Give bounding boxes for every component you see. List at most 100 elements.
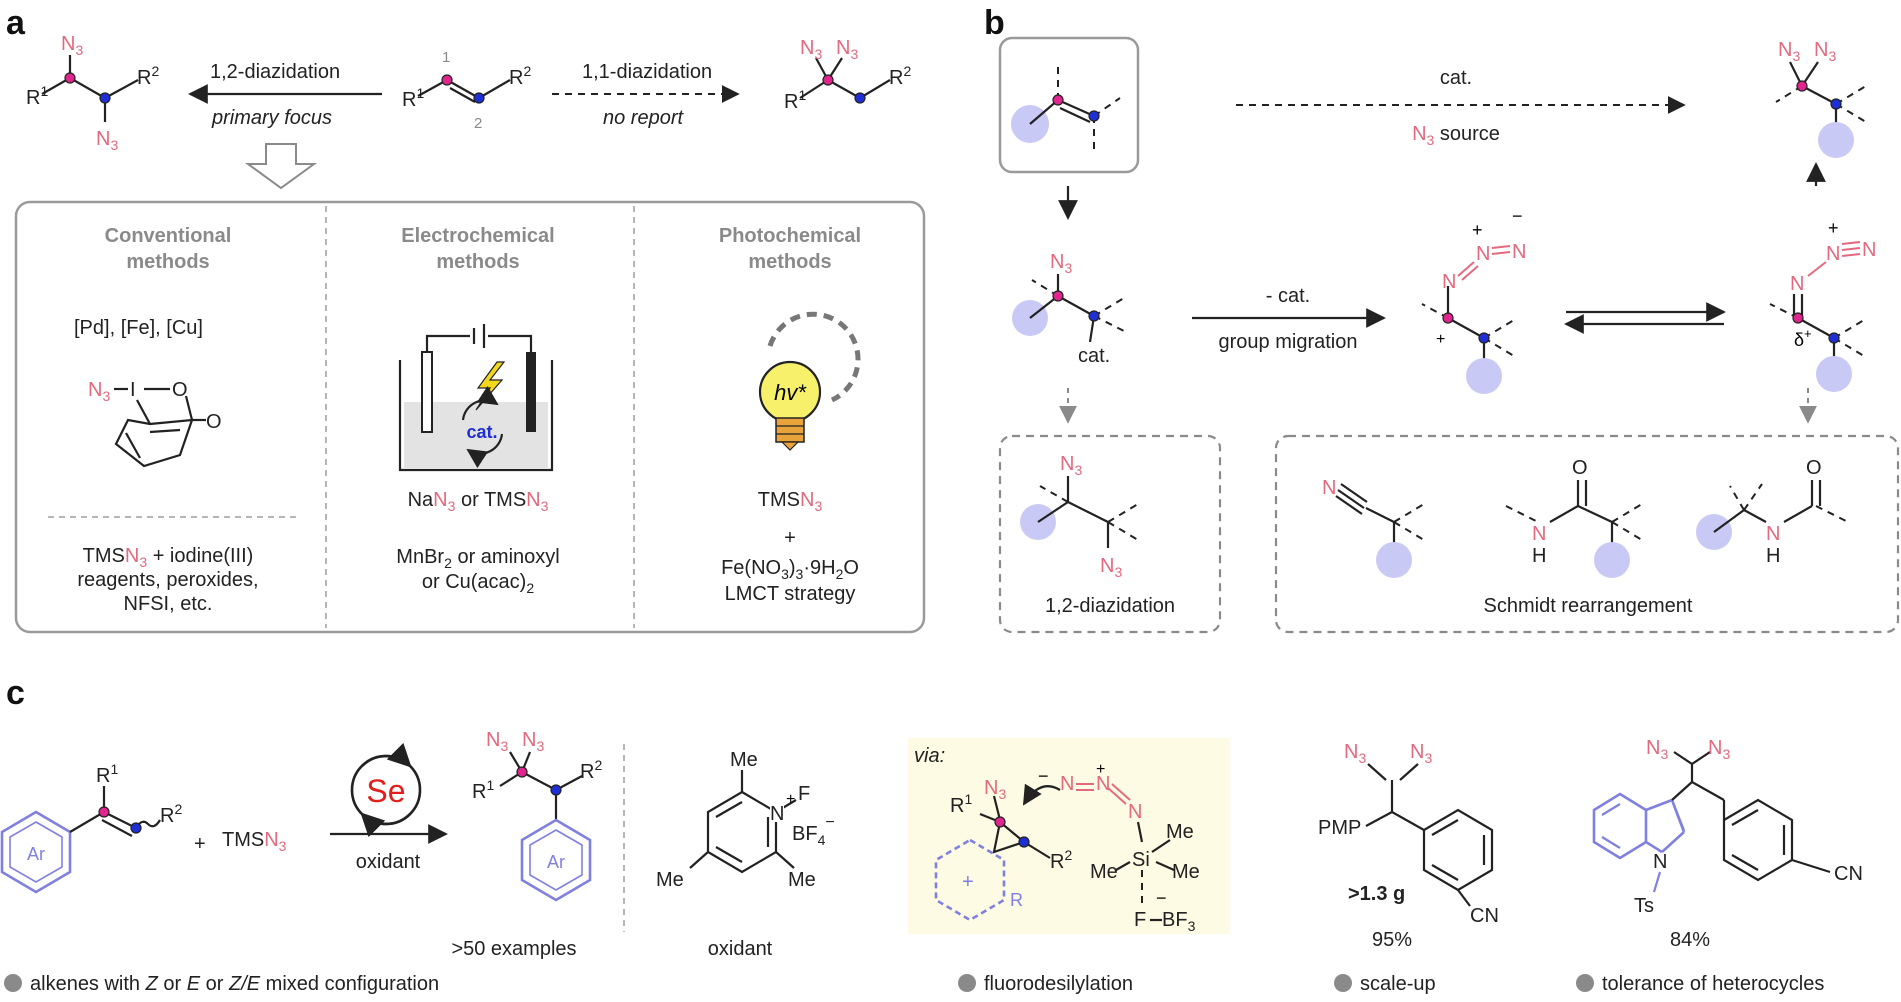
svg-text:Me: Me bbox=[656, 869, 684, 891]
col2-title: Electrochemical bbox=[401, 225, 554, 247]
c-examples: >50 examples bbox=[451, 938, 576, 960]
legend-bullet-2 bbox=[958, 974, 976, 992]
c-via-label: via: bbox=[914, 745, 945, 767]
svg-text:+: + bbox=[1472, 220, 1483, 240]
svg-text:N3: N3 bbox=[522, 729, 544, 754]
col3-reagent: TMSN3 bbox=[758, 489, 823, 514]
svg-text:R1: R1 bbox=[472, 777, 494, 803]
c-oxidant-structure: N + F Me Me Me BF4− bbox=[656, 749, 835, 891]
legend-bullet-4 bbox=[1576, 974, 1594, 992]
svg-text:N: N bbox=[1322, 477, 1336, 499]
b-carbocation: N N N + − + bbox=[1421, 206, 1526, 394]
svg-text:Me: Me bbox=[1090, 861, 1118, 883]
b-nitrile-product: N bbox=[1322, 477, 1425, 578]
svg-text:N3: N3 bbox=[1708, 737, 1730, 762]
svg-text:N: N bbox=[1442, 271, 1456, 293]
svg-text:O: O bbox=[1806, 457, 1822, 479]
svg-text:1: 1 bbox=[442, 49, 450, 66]
svg-text:cat.: cat. bbox=[466, 422, 497, 442]
svg-text:N3: N3 bbox=[1060, 453, 1082, 478]
svg-text:BF4−: BF4− bbox=[792, 814, 835, 848]
svg-text:N3: N3 bbox=[1344, 741, 1366, 766]
legend-fluorodesilylation: fluorodesilylation bbox=[984, 973, 1133, 995]
svg-text:R2: R2 bbox=[137, 63, 159, 89]
light-bulb-icon: hv* bbox=[758, 311, 861, 451]
svg-text:N3: N3 bbox=[800, 37, 822, 62]
legend-scale-up: scale-up bbox=[1360, 973, 1436, 995]
svg-text:−: − bbox=[1038, 766, 1049, 786]
svg-text:R1: R1 bbox=[950, 791, 972, 817]
svg-text:N: N bbox=[1532, 523, 1546, 545]
svg-text:N: N bbox=[1790, 273, 1804, 295]
c-styrene: Ar R1 R2 bbox=[0, 761, 182, 894]
svg-text:δ+: δ+ bbox=[1794, 326, 1812, 350]
legend-bullet-1 bbox=[4, 974, 22, 992]
b-diazidation-product: N3 N3 bbox=[1020, 453, 1139, 580]
col2-catalysts-2: or Cu(acac)2 bbox=[422, 571, 534, 596]
svg-text:−: − bbox=[1156, 888, 1167, 908]
svg-text:N: N bbox=[1512, 241, 1526, 263]
label-12-diazidation: 1,2-diazidation bbox=[210, 61, 340, 83]
b-catalyst-intermediate: N3 cat. bbox=[1012, 251, 1127, 367]
col2-reagents: NaN3 or TMSN3 bbox=[408, 489, 549, 514]
col1-foot-2: reagents, peroxides, bbox=[77, 569, 258, 591]
svg-text:R2: R2 bbox=[889, 63, 911, 89]
b-diazidation-label: 1,2-diazidation bbox=[1045, 595, 1175, 617]
svg-text:+: + bbox=[786, 791, 795, 808]
svg-text:N3: N3 bbox=[1814, 39, 1836, 64]
c-tmsn3-activated: − N N + N Si Me Me Me F BF3 − bbox=[1038, 761, 1200, 934]
selenium-catalyst-icon: Se bbox=[350, 742, 422, 838]
b-cat-label: cat. bbox=[1440, 67, 1472, 89]
svg-text:N3: N3 bbox=[88, 379, 110, 404]
svg-text:Me: Me bbox=[1166, 821, 1194, 843]
col1-title-2: methods bbox=[126, 251, 209, 273]
svg-text:N: N bbox=[1862, 239, 1876, 261]
svg-text:Ar: Ar bbox=[547, 852, 565, 872]
svg-text:R2: R2 bbox=[160, 801, 182, 827]
svg-text:R1: R1 bbox=[402, 85, 424, 111]
c-scaleup-product: N3 N3 PMP CN bbox=[1318, 741, 1499, 927]
svg-text:−: − bbox=[1512, 206, 1523, 226]
svg-text:N3: N3 bbox=[1410, 741, 1432, 766]
svg-text:N: N bbox=[1766, 523, 1780, 545]
c-scale-amount: >1.3 g bbox=[1348, 883, 1405, 905]
metal-catalysts: [Pd], [Fe], [Cu] bbox=[74, 317, 203, 339]
label-primary-focus: primary focus bbox=[211, 107, 332, 129]
svg-text:N: N bbox=[1060, 773, 1074, 795]
svg-text:F: F bbox=[798, 783, 810, 805]
svg-text:R2: R2 bbox=[580, 757, 602, 783]
svg-text:N: N bbox=[1653, 851, 1667, 873]
svg-text:N3: N3 bbox=[1050, 251, 1072, 276]
col1-title: Conventional bbox=[105, 225, 232, 247]
svg-text:+: + bbox=[1828, 218, 1839, 238]
hollow-down-arrow bbox=[244, 143, 318, 190]
c-seleniranium-intermediate: N3 R1 R2 + R bbox=[934, 777, 1072, 922]
svg-text:N3: N3 bbox=[486, 729, 508, 754]
col3-catalyst: Fe(NO3)3·9H2O bbox=[721, 557, 859, 582]
col1-foot-1: TMSN3 + iodine(III) bbox=[83, 545, 254, 570]
b-group-migration: group migration bbox=[1219, 331, 1358, 353]
b-amide-product-1: N H O bbox=[1505, 457, 1643, 578]
b-n3-source: N3 source bbox=[1412, 123, 1500, 148]
legend-configuration: alkenes with Z or E or Z/E mixed configu… bbox=[30, 973, 439, 995]
svg-text:N: N bbox=[1826, 243, 1840, 265]
electrochemical-cell: cat. bbox=[398, 324, 554, 472]
legend-heterocycles: tolerance of heterocycles bbox=[1602, 973, 1824, 995]
svg-text:N: N bbox=[1128, 801, 1142, 823]
svg-text:N3: N3 bbox=[836, 37, 858, 62]
col2-catalysts-1: MnBr2 or aminoxyl bbox=[396, 546, 559, 571]
svg-text:I: I bbox=[130, 379, 136, 401]
panel-b-letter: b bbox=[984, 4, 1005, 42]
svg-text:+: + bbox=[1096, 761, 1105, 778]
c-product: N3 N3 R1 R2 Ar bbox=[472, 729, 602, 902]
a-alkene: 1 2 R1 R2 bbox=[402, 49, 531, 132]
label-no-report: no report bbox=[603, 107, 684, 129]
c-via-box bbox=[908, 738, 1230, 934]
svg-text:R: R bbox=[1010, 890, 1023, 910]
col3-plus: + bbox=[784, 527, 796, 549]
svg-text:Ts: Ts bbox=[1634, 895, 1654, 917]
svg-text:R1: R1 bbox=[26, 83, 48, 109]
label-11-diazidation: 1,1-diazidation bbox=[582, 61, 712, 83]
svg-text:Se: Se bbox=[366, 773, 405, 809]
